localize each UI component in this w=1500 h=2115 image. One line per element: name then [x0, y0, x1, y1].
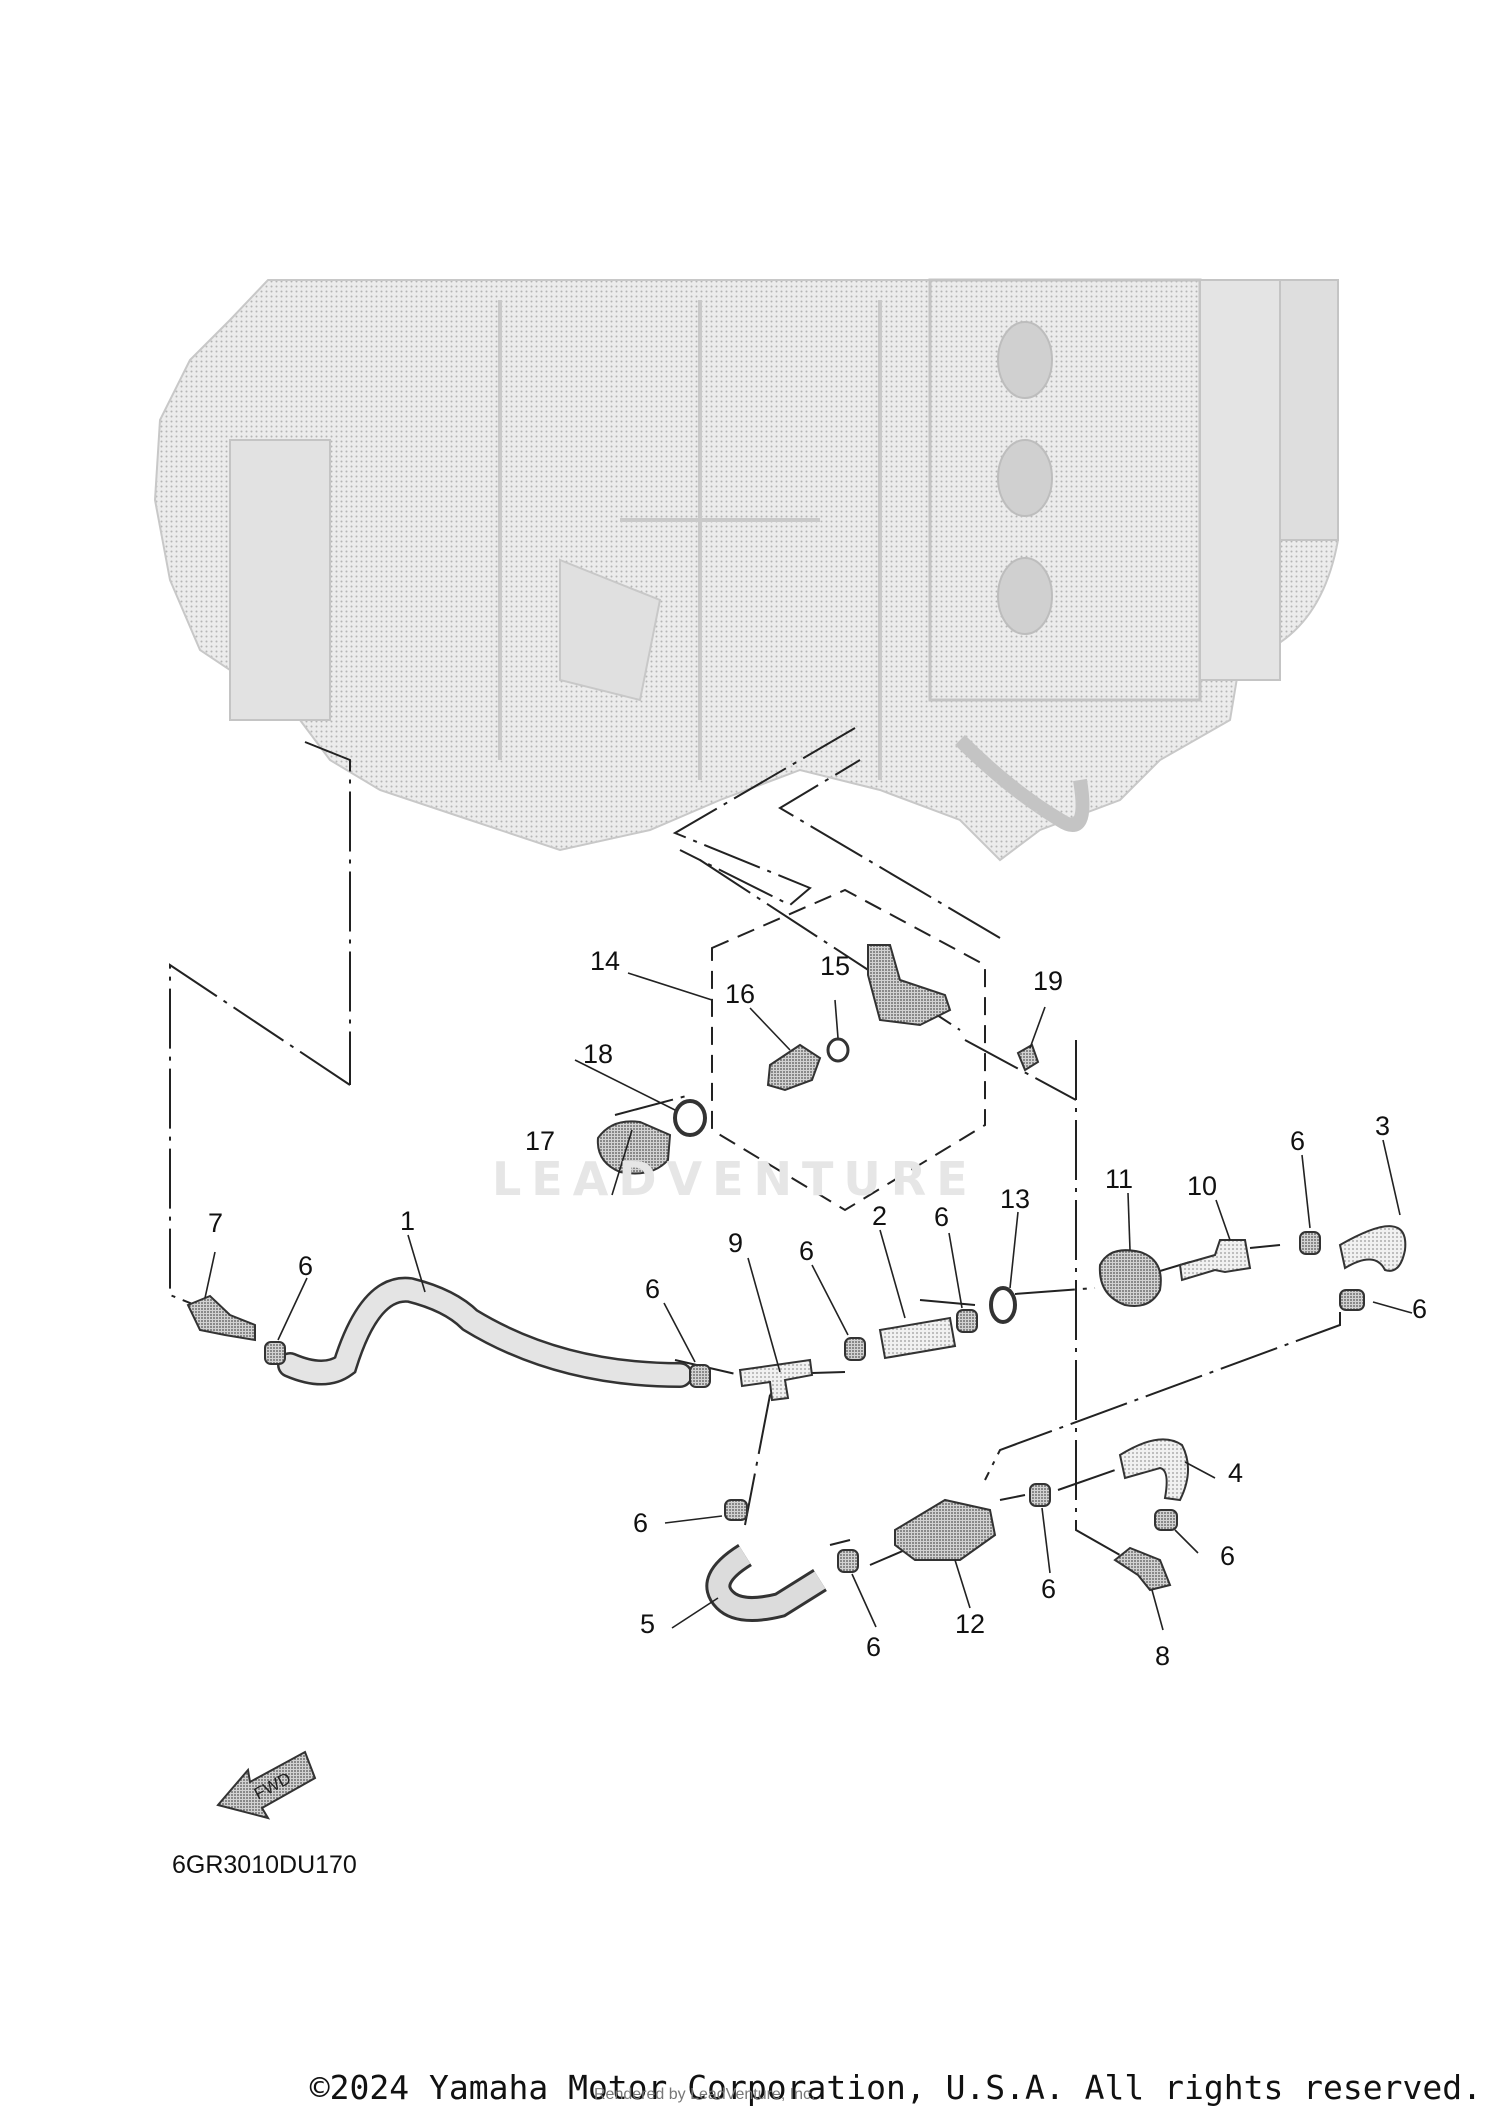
engine-block-illustration — [153, 278, 1339, 862]
part-8-fitting — [1113, 1546, 1172, 1592]
callout-9: 9 — [728, 1228, 743, 1258]
callout-1: 1 — [400, 1206, 415, 1236]
callout-6i: 6 — [1041, 1574, 1056, 1604]
part-6-clip-g — [724, 1499, 748, 1521]
part-6-clip-e — [1299, 1231, 1321, 1255]
callout-7: 7 — [208, 1208, 223, 1238]
callout-6e: 6 — [1290, 1126, 1305, 1156]
callout-15: 15 — [820, 951, 850, 981]
callout-8: 8 — [1155, 1641, 1170, 1671]
callout-4: 4 — [1228, 1458, 1243, 1488]
part-2-hose — [878, 1316, 957, 1360]
copyright-notice: ©2024 Yamaha Motor Corporation, U.S.A. A… — [309, 2068, 1482, 2107]
parts — [186, 944, 1407, 1622]
callout-5: 5 — [640, 1609, 655, 1639]
callout-6a: 6 — [298, 1251, 313, 1281]
part-6-clip-i — [1029, 1483, 1051, 1507]
part-14-fitting — [867, 944, 952, 1027]
part-11-cup — [1098, 1249, 1162, 1307]
part-9-tee — [738, 1358, 814, 1402]
callout-6d: 6 — [934, 1202, 949, 1232]
callout-6f: 6 — [1412, 1294, 1427, 1324]
part-3-elbow — [1338, 1225, 1407, 1272]
part-6-clip-f — [1339, 1289, 1365, 1311]
part-16-plug — [766, 1043, 822, 1092]
rendered-by-notice: Rendered by LeadVenture, Inc. — [594, 2086, 816, 2103]
callout-18: 18 — [583, 1039, 613, 1069]
part-18-clamp — [673, 1099, 707, 1137]
callout-14: 14 — [590, 946, 620, 976]
part-13-ring — [989, 1286, 1017, 1324]
leader-lines — [204, 972, 1413, 1631]
part-19-bolt — [1016, 1043, 1040, 1072]
part-15-oring — [826, 1037, 850, 1063]
part-6-clip-j — [1154, 1509, 1178, 1531]
callout-17: 17 — [525, 1126, 555, 1156]
callout-6h: 6 — [866, 1632, 881, 1662]
part-6-clip-a — [264, 1341, 286, 1365]
part-6-clip-h — [837, 1549, 859, 1573]
callout-11: 11 — [1105, 1164, 1133, 1194]
assembly-14-boundary — [711, 888, 986, 1212]
part-4-elbow — [1118, 1438, 1189, 1502]
callout-labels: 1 2 3 4 5 6 6 6 6 6 6 6 6 6 6 7 8 9 10 1… — [208, 946, 1427, 1671]
part-12-valve — [894, 1498, 997, 1561]
callout-10: 10 — [1187, 1171, 1217, 1201]
part-7-fitting — [186, 1294, 256, 1342]
callout-6g: 6 — [633, 1508, 648, 1538]
callout-6b: 6 — [645, 1274, 660, 1304]
callout-2: 2 — [872, 1201, 887, 1231]
callout-12: 12 — [955, 1609, 985, 1639]
part-6-clip-c — [844, 1337, 866, 1361]
part-17-cap — [596, 1120, 672, 1175]
fwd-arrow-icon: FWD — [216, 1750, 317, 1820]
watermark-text: LEADVENTURE — [492, 1152, 978, 1206]
part-6-clip-b — [689, 1364, 711, 1388]
callout-3: 3 — [1375, 1111, 1390, 1141]
callout-6c: 6 — [799, 1236, 814, 1266]
callout-16: 16 — [725, 979, 755, 1009]
callout-19: 19 — [1033, 966, 1063, 996]
diagram-code: 6GR3010DU170 — [172, 1851, 357, 1879]
callout-13: 13 — [1000, 1184, 1030, 1214]
part-10-filter — [1178, 1239, 1252, 1282]
part-6-clip-d — [956, 1309, 978, 1333]
callout-6j: 6 — [1220, 1541, 1235, 1571]
routing-lines — [169, 727, 1341, 1566]
